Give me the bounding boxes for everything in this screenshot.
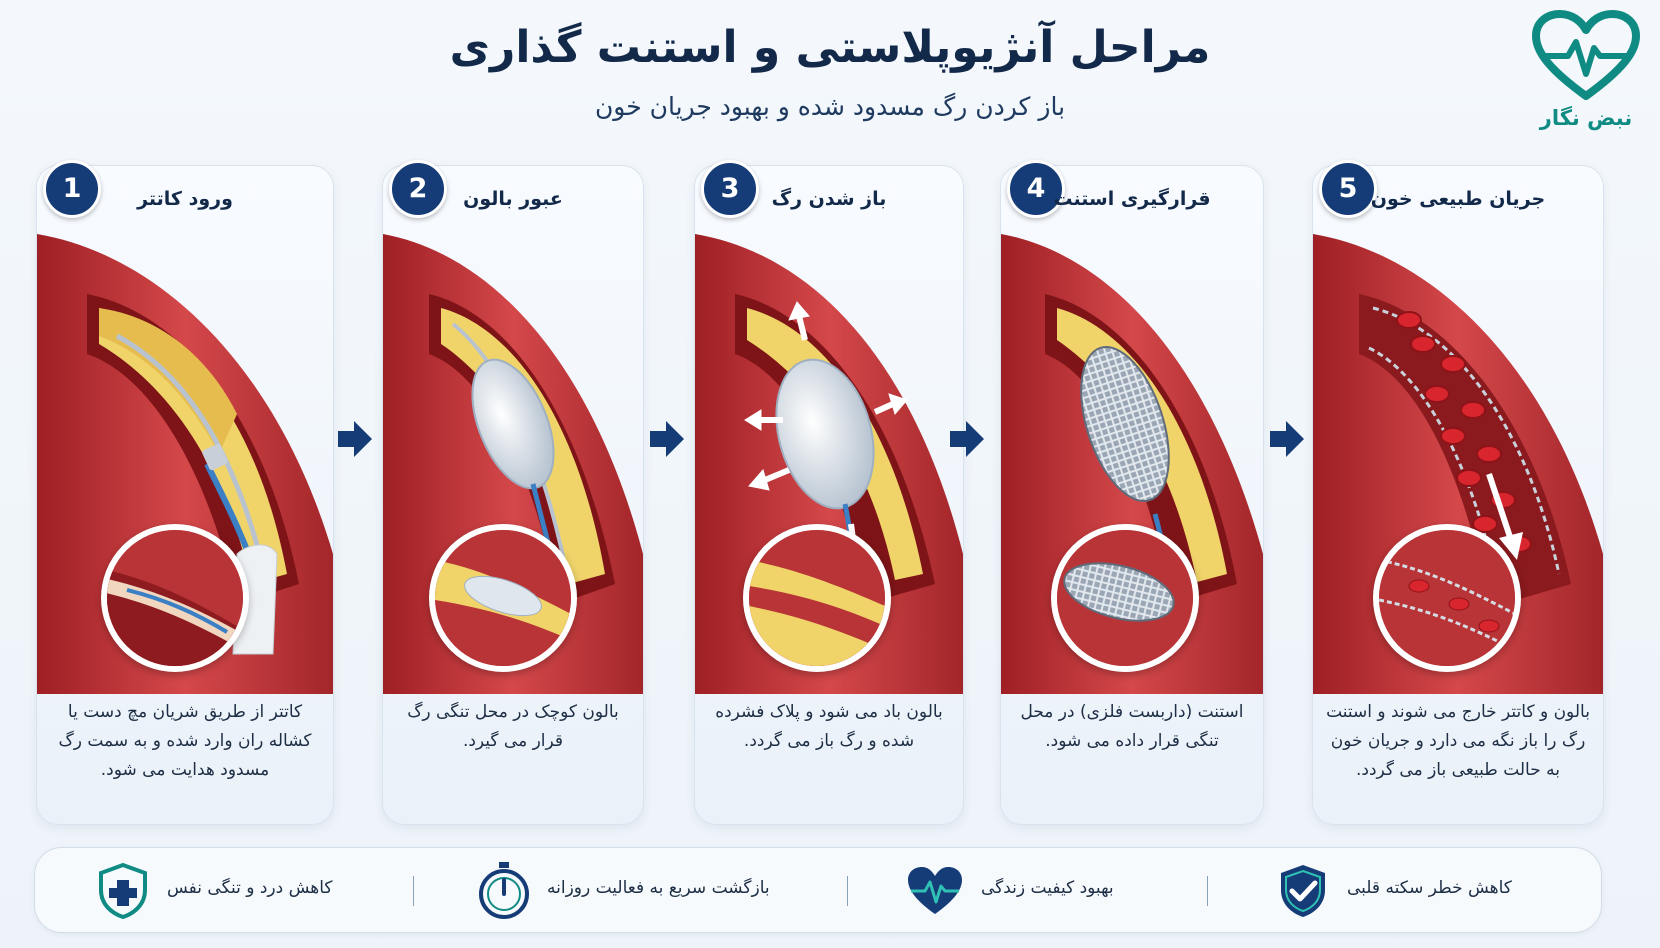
zoom-inset [429,524,577,672]
benefit-label: بازگشت سریع به فعالیت روزانه [547,878,770,898]
step-number-badge: 3 [701,160,759,218]
step-description: استنت (داربست فلزی) در محل تنگی قرار داد… [1020,702,1244,751]
zoom-inset [101,524,249,672]
benefit-item: کاهش خطر سکته قلبی [1275,848,1575,932]
step-card-5: 5 جریان طبیعی خون بالون و کاتتر [1312,160,1604,825]
next-arrow-icon [648,419,686,463]
benefit-label: کاهش خطر سکته قلبی [1347,878,1512,898]
step-number-badge: 4 [1007,160,1065,218]
brand-logo: نبض نگار [1526,8,1646,138]
step-description: بالون باد می شود و پلاک فشرده شده و رگ ب… [715,702,943,751]
step-description: بالون کوچک در محل تنگی رگ قرار می گیرد. [407,702,619,751]
benefit-label: کاهش درد و تنگی نفس [167,878,333,898]
brand-name: نبض نگار [1539,106,1633,130]
benefit-item: بهبود کیفیت زندگی [905,848,1225,932]
step-number-badge: 1 [43,160,101,218]
shield-medical-cross-icon [99,862,147,920]
benefit-item: کاهش درد و تنگی نفس [95,848,395,932]
benefit-item: بازگشت سریع به فعالیت روزانه [475,848,835,932]
step-title: باز شدن رگ [771,188,887,210]
zoom-inset [743,524,891,672]
heart-pulse-icon [908,867,962,914]
zoom-inset [1373,524,1521,672]
benefit-divider [413,876,414,906]
step-title: جریان طبیعی خون [1370,188,1546,210]
benefit-divider [1207,876,1208,906]
step-card-2: 2 عبور بالون بالون کوچک در محل تنگی رگ ق… [382,160,644,825]
page-subtitle: باز کردن رگ مسدود شده و بهبود جریان خون [594,92,1066,121]
step-card-4: 4 قرارگیری استنت استنت (داربست فلزی) در … [1000,160,1264,825]
next-arrow-icon [948,419,986,463]
step-description: بالون و کاتتر خارج می شوند و استنت رگ را… [1326,702,1590,780]
step-number-badge: 5 [1319,160,1377,218]
step-title: ورود کاتتر [137,188,233,210]
benefit-label: بهبود کیفیت زندگی [981,878,1114,898]
benefits-bar: کاهش درد و تنگی نفس بازگشت سریع به فعالی… [34,847,1602,933]
zoom-inset [1051,524,1199,672]
step-title: قرارگیری استنت [1053,188,1211,210]
next-arrow-icon [336,419,374,463]
shield-check-icon [1281,865,1325,917]
stopwatch-icon [479,862,529,919]
page-title: مراحل آنژیوپلاستی و استنت گذاری [449,22,1211,73]
step-title: عبور بالون [463,188,563,210]
step-card-1: 1 ورود کاتتر کاتتر از طریق شریان مچ دست … [36,160,334,825]
step-card-3: 3 باز شدن رگ بالون باد می ش [694,160,964,825]
benefit-divider [847,876,848,906]
step-number-badge: 2 [389,160,447,218]
step-description: کاتتر از طریق شریان مچ دست یا کشاله ران … [58,702,312,780]
next-arrow-icon [1268,419,1306,463]
heart-pulse-icon [1532,10,1640,100]
